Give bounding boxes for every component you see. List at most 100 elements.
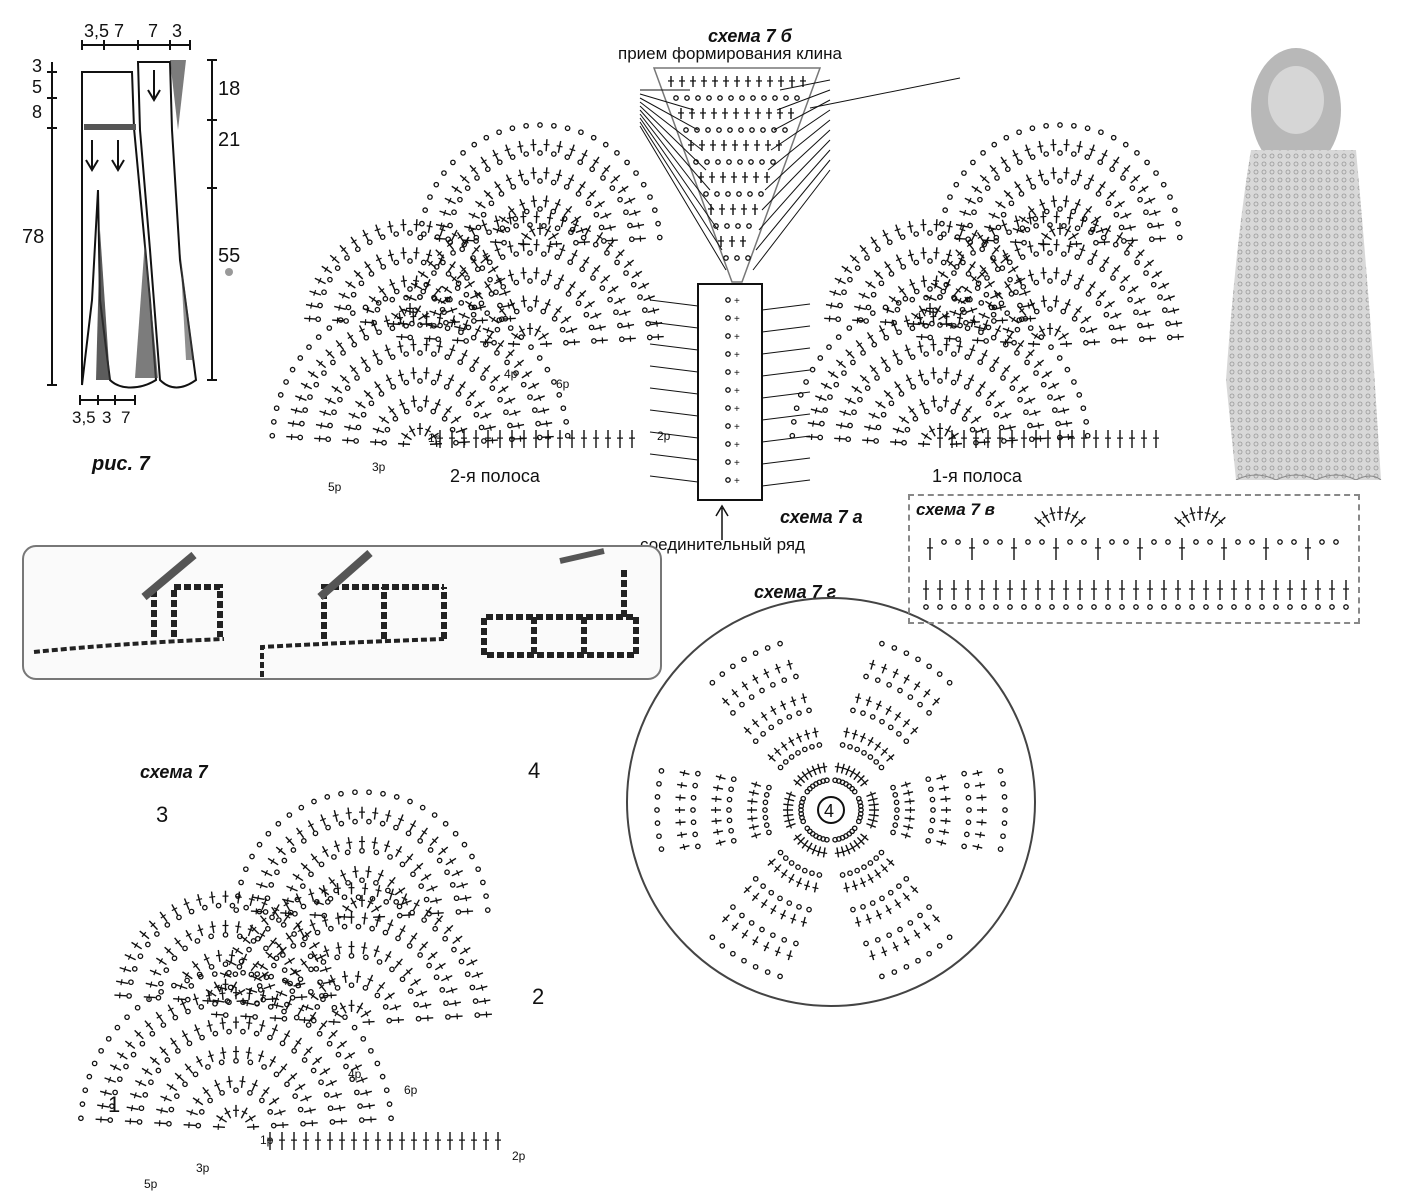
chain-stitch-symbol [600, 175, 606, 181]
dc-stitch-symbol [284, 957, 296, 966]
chain-stitch-symbol [479, 265, 486, 272]
chain-stitch-symbol [355, 923, 362, 930]
chain-stitch-symbol [1055, 420, 1061, 427]
dc-stitch-crossbar [909, 408, 915, 413]
dim-left-4: 78 [22, 226, 44, 248]
dc-stitch-crossbar [385, 953, 392, 958]
chain-stitch-symbol [382, 295, 389, 302]
dc-stitch-crossbar [470, 167, 477, 172]
chain-stitch-symbol [297, 1106, 304, 1113]
dc-stitch-crossbar [798, 776, 804, 782]
chain-stitch-symbol [618, 336, 625, 343]
chain-stitch-symbol [551, 379, 557, 385]
chain-stitch-symbol [741, 957, 747, 964]
dc-stitch-symbol [535, 211, 538, 224]
chain-stitch-symbol [354, 1089, 360, 1096]
dc-stitch-symbol [470, 292, 482, 299]
dc-stitch-symbol [932, 311, 935, 324]
dc-stitch-crossbar [347, 334, 354, 339]
chain-stitch-symbol [1150, 281, 1157, 288]
chain-stitch-symbol [1143, 270, 1149, 276]
dc-stitch-crossbar [333, 844, 340, 848]
chain-stitch-symbol [1017, 396, 1023, 403]
chain-stitch-symbol [222, 1012, 229, 1018]
chain-stitch-symbol [323, 1092, 330, 1098]
dc-stitch-crossbar [397, 345, 404, 348]
dc-stitch-symbol [332, 319, 345, 322]
dc-stitch-crossbar [438, 963, 444, 970]
dc-stitch-crossbar [1211, 514, 1218, 519]
dc-stitch-crossbar [410, 399, 417, 402]
dc-stitch-crossbar [752, 789, 755, 796]
chain-stitch-symbol [293, 1014, 300, 1021]
chain-stitch-symbol [427, 194, 433, 200]
chain-stitch-symbol [1084, 154, 1091, 161]
dc-stitch-crossbar [295, 896, 302, 901]
chain-stitch-symbol [1033, 222, 1039, 229]
dc-stitch-crossbar [248, 898, 255, 901]
dc-stitch-crossbar [1005, 191, 1011, 197]
dc-stitch-crossbar [546, 245, 553, 248]
motif-center-number: 4 [824, 801, 834, 821]
dc-stitch-symbol [210, 891, 214, 904]
dc-stitch-crossbar [535, 328, 541, 333]
chain-stitch-symbol [444, 869, 450, 876]
chain-stitch-symbol [763, 792, 770, 798]
chain-stitch-symbol [137, 953, 144, 960]
dc-stitch-symbol [884, 261, 893, 272]
chain-stitch-symbol [1231, 604, 1237, 610]
dc-stitch-crossbar [786, 801, 789, 808]
chain-stitch-symbol [937, 406, 943, 412]
chain-stitch-symbol [795, 864, 801, 871]
chain-stitch-symbol [380, 263, 387, 270]
chain-stitch-symbol [998, 424, 1005, 431]
chain-stitch-symbol [385, 887, 391, 894]
dc-stitch-symbol [1010, 241, 1023, 244]
chain-stitch-symbol [343, 318, 349, 324]
chain-stitch-symbol [645, 320, 651, 327]
chain-stitch-symbol [1105, 200, 1112, 207]
dc-stitch-symbol [1087, 174, 1095, 186]
dc-stitch-crossbar [456, 869, 460, 876]
dc-stitch-crossbar [434, 402, 441, 406]
dc-stitch-crossbar [811, 848, 818, 852]
dc-stitch-crossbar [1040, 299, 1047, 302]
chain-stitch-symbol [470, 334, 477, 341]
dc-stitch-crossbar [503, 289, 507, 296]
sc-stitch-symbol: + [734, 476, 740, 487]
chain-stitch-symbol [624, 159, 630, 166]
chain-stitch-symbol [330, 359, 336, 366]
dc-stitch-symbol [1204, 507, 1211, 521]
chain-stitch-symbol [172, 1014, 179, 1021]
dc-stitch-symbol [554, 198, 561, 211]
chain-stitch-symbol [523, 122, 529, 129]
chain-stitch-symbol [300, 838, 307, 844]
chain-stitch-symbol [726, 796, 733, 803]
chain-stitch-symbol [912, 415, 919, 422]
chain-stitch-symbol [431, 295, 438, 302]
dc-stitch-crossbar [1009, 424, 1012, 431]
stripe-1-label: 1-я полоса [932, 466, 1023, 486]
dc-stitch-crossbar [1168, 294, 1172, 301]
chain-stitch-symbol [431, 812, 438, 818]
dc-stitch-crossbar [430, 952, 436, 959]
chain-stitch-symbol [1122, 141, 1129, 148]
dc-stitch-crossbar [1089, 283, 1096, 289]
dc-stitch-crossbar [1027, 245, 1034, 248]
dc-stitch-symbol [615, 249, 625, 259]
dc-stitch-crossbar [342, 975, 349, 978]
dc-stitch-symbol [268, 937, 277, 948]
dc-stitch-symbol [174, 937, 183, 948]
chain-stitch-symbol [736, 191, 742, 197]
chain-stitch-symbol [762, 814, 769, 821]
connecting-row-box [697, 283, 763, 501]
chain-stitch-symbol [374, 306, 381, 313]
chain-stitch-symbol [185, 1008, 191, 1015]
dc-stitch-symbol [577, 241, 590, 244]
dc-stitch-crossbar [436, 917, 442, 923]
chain-stitch-symbol [86, 1073, 93, 1080]
dc-stitch-crossbar [223, 971, 227, 978]
dc-stitch-symbol [399, 398, 406, 411]
chain-stitch-symbol [513, 370, 519, 376]
dc-stitch-crossbar [1055, 328, 1061, 333]
